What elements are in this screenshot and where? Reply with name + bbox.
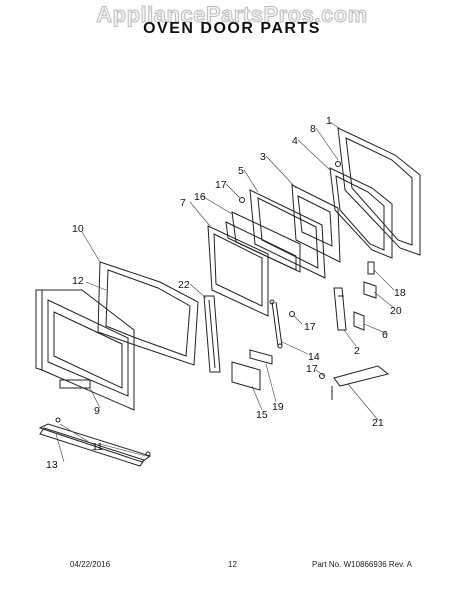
callout-label: 4	[292, 135, 298, 147]
side-trim	[203, 295, 221, 373]
part-20	[363, 281, 377, 299]
callout-label: 11	[92, 441, 103, 453]
callout-label: 13	[46, 459, 58, 471]
callout-label: 21	[372, 417, 384, 429]
callout-label: 3	[260, 151, 266, 163]
callout-label: 2	[354, 345, 360, 357]
glass-retainer-frame	[249, 189, 326, 279]
page-title: OVEN DOOR PARTS	[143, 20, 321, 37]
callout-label: 12	[72, 275, 84, 287]
bracket-19	[249, 349, 273, 365]
callout-label: 15	[256, 409, 268, 421]
callout-label: 5	[238, 165, 244, 177]
watermark: AppliancePartsPros.com	[96, 2, 368, 28]
bracket-15	[231, 361, 261, 391]
main-glass-panel	[207, 225, 269, 317]
part-6	[353, 311, 365, 331]
part-18	[367, 261, 375, 275]
callout-label: 6	[382, 329, 388, 341]
callout-label: 8	[310, 123, 316, 135]
callout-labels: 1 8 4 3 5 17 16 7 10 12 22 18 20 17 6 2 …	[46, 115, 406, 471]
callout-label: 20	[390, 305, 402, 317]
screws	[239, 161, 341, 379]
door-glass-panel	[291, 184, 341, 263]
callout-label: 17	[306, 363, 318, 375]
door-body	[35, 289, 135, 411]
hinge-arm-21	[331, 365, 390, 400]
callout-label: 10	[72, 223, 84, 235]
outer-door-panel	[97, 261, 199, 366]
footer-part-number: Part No. W10866936 Rev. A	[312, 560, 412, 569]
callout-label: 18	[394, 287, 406, 299]
callout-label: 16	[194, 191, 206, 203]
leader-lines	[55, 121, 395, 463]
hinge-assembly	[269, 299, 283, 349]
handle	[38, 417, 152, 467]
inner-glass	[225, 211, 301, 273]
callout-label: 1	[326, 115, 332, 127]
callout-label: 17	[215, 179, 227, 191]
latch	[333, 287, 347, 331]
callout-label: 7	[180, 197, 186, 209]
footer-page-number: 12	[228, 560, 237, 569]
callout-label: 19	[272, 401, 284, 413]
door-rear-frame	[337, 127, 421, 256]
callout-label: 17	[304, 321, 316, 333]
callout-label: 22	[178, 279, 190, 291]
callout-label: 14	[308, 351, 320, 363]
callout-label: 9	[94, 405, 100, 417]
footer-date: 04/22/2016	[70, 560, 111, 569]
door-inner-frame	[329, 167, 393, 259]
